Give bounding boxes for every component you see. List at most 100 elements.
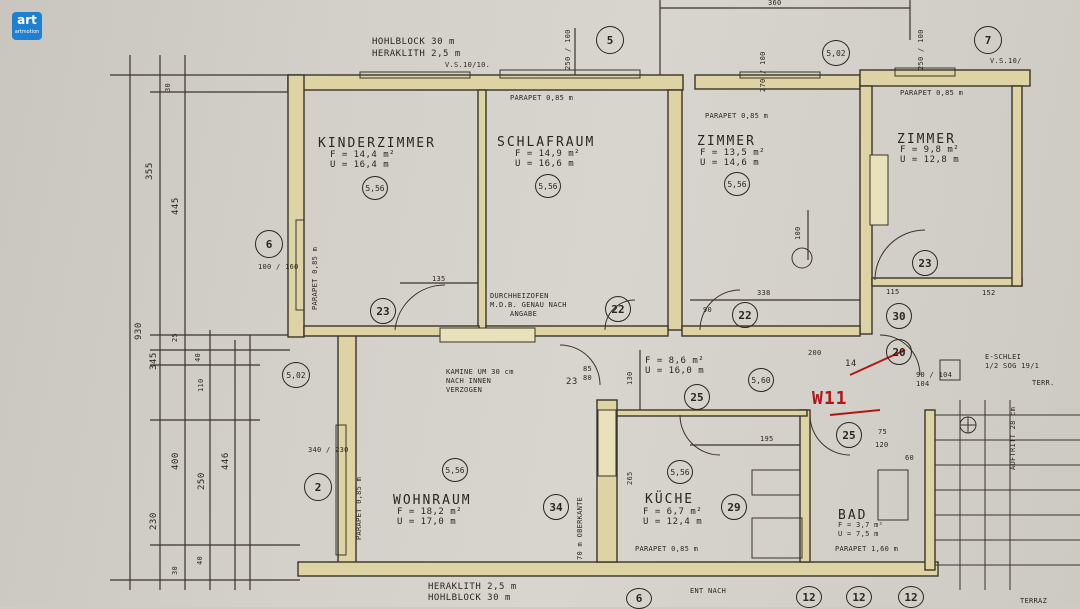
note-parapet-zimmer: PARAPET 0,85 m — [705, 112, 769, 120]
dim-200: 200 — [808, 349, 822, 357]
stove-fixture — [751, 469, 801, 496]
wall-left-lower — [337, 334, 357, 576]
note-parapet-top: PARAPET 0,85 m — [510, 94, 574, 102]
fixtures — [751, 247, 977, 559]
note-e-schlei: E-SCHLEI — [985, 353, 1022, 361]
door-swing-zimmer2 — [874, 229, 926, 281]
door-swing-wohn — [559, 344, 601, 386]
window-marks — [295, 67, 956, 556]
height-circle-schlaf: 5,56 — [535, 174, 561, 198]
dim-250-100-b: 250 / 100 — [917, 29, 925, 70]
note-vs-top-right: V.S.10/ — [990, 57, 1022, 65]
height-circle-kinder: 5,56 — [362, 176, 388, 200]
height-circle-flur: 5,60 — [748, 368, 774, 392]
red-underline — [829, 409, 881, 416]
dim-135: 135 — [432, 275, 446, 283]
room-area-zimmer2: F = 9,8 m² — [900, 145, 960, 155]
note-parapet-left: PARAPET 0,85 m — [311, 246, 319, 310]
marker-23-kinder: 23 — [370, 298, 396, 324]
window-zimmer — [739, 71, 821, 79]
window-kinder — [359, 71, 471, 79]
sink-fixture — [751, 517, 803, 559]
dim-100-160: 100 / 160 — [258, 263, 299, 271]
dim-80: 80 — [583, 374, 593, 382]
walls — [287, 69, 1031, 577]
dim-195: 195 — [760, 435, 774, 443]
chimney-kueche — [597, 409, 617, 477]
room-area-flur: F = 8,6 m² — [645, 356, 705, 366]
watermark-logo-text: art — [17, 13, 37, 27]
note-durchheizofen-1: DURCHHEIZOFEN — [490, 292, 549, 300]
room-area-schlafraum: F = 14,9 m² — [515, 149, 581, 159]
note-durchheizofen-3: ANGABE — [510, 310, 538, 318]
note-durchheizofen-2: M.D.B. GENAU NACH — [490, 301, 567, 309]
height-circle-left: 5,02 — [282, 362, 310, 388]
dim-60: 60 — [905, 454, 915, 462]
room-perimeter-schlafraum: U = 16,6 m — [515, 159, 575, 169]
dim-265: 265 — [626, 471, 634, 485]
note-stair: AUFTRITT 28 cm — [1009, 406, 1017, 470]
marker-22-schlaf: 22 — [605, 296, 631, 322]
chimneys — [439, 154, 889, 477]
room-perimeter-zimmer2: U = 12,8 m — [900, 155, 960, 165]
marker-12-c: 12 — [898, 586, 924, 608]
dim-120: 120 — [875, 441, 889, 449]
room-name-zimmer: ZIMMER — [697, 134, 756, 149]
wall-kinder-schlaf — [477, 89, 487, 331]
marker-23-zimmer2: 23 — [912, 250, 938, 276]
dim-110: 110 — [197, 378, 205, 392]
note-heraklith-top: HERAKLITH 2,5 m — [372, 49, 461, 59]
dim-445: 445 — [171, 197, 181, 215]
room-area-zimmer: F = 13,5 m² — [700, 148, 766, 158]
dim-30-bottom: 30 — [171, 565, 179, 575]
wall-top-left — [287, 74, 684, 91]
marker-29: 29 — [721, 494, 747, 520]
dim-338: 338 — [757, 289, 771, 297]
room-name-kinderzimmer: KINDERZIMMER — [318, 136, 436, 151]
height-circle-top: 5,02 — [822, 40, 850, 66]
marker-2: 2 — [304, 473, 332, 501]
wall-kueche-top — [616, 409, 808, 417]
dim-75: 75 — [878, 428, 888, 436]
marker-30: 30 — [886, 303, 912, 329]
room-perimeter-bad: U = 7,5 m — [838, 530, 879, 538]
dim-270-100: 270 / 100 — [759, 51, 767, 92]
marker-6: 6 — [255, 230, 283, 258]
note-parapet-kueche: PARAPET 0,85 m — [635, 545, 699, 553]
note-hohlblock-top: HOHLBLOCK 30 m — [372, 37, 455, 47]
dim-446: 446 — [221, 452, 231, 470]
dim-115: 115 — [886, 288, 900, 296]
dim-85: 85 — [583, 365, 593, 373]
art-watermark-logo: art artmotion — [12, 12, 42, 40]
window-zimmer2 — [894, 67, 956, 77]
dim-130: 130 — [626, 371, 634, 385]
wall-bad-right — [924, 409, 936, 571]
dim-100: 100 — [794, 226, 802, 240]
note-sog: 1/2 SOG 19/1 — [985, 362, 1040, 370]
note-kamine-3: VERZOGEN — [446, 386, 483, 394]
door-swing-bad — [809, 414, 851, 456]
note-parapet-zimmer2: PARAPET 0,85 m — [900, 89, 964, 97]
wall-top-mid — [694, 74, 861, 90]
marker-14: 14 — [845, 359, 857, 369]
dim-40: 40 — [194, 352, 202, 362]
stairs — [935, 400, 1080, 590]
wall-bottom — [297, 561, 939, 577]
wall-left-upper — [287, 74, 305, 338]
chimney-row — [439, 327, 536, 343]
dim-340-230: 340 / 230 — [308, 446, 349, 454]
note-wc-door: 70 m OBERKANTE — [576, 496, 584, 560]
room-name-schlafraum: SCHLAFRAUM — [497, 135, 596, 150]
dim-930: 930 — [134, 322, 144, 340]
room-perimeter-zimmer: U = 14,6 m — [700, 158, 760, 168]
note-ent-nach: ENT NACH — [690, 587, 727, 595]
chimney-column — [869, 154, 889, 226]
room-area-kueche: F = 6,7 m² — [643, 507, 703, 517]
red-label-w11: W11 — [812, 388, 848, 409]
marker-6-bottom: 6 — [626, 588, 652, 609]
marker-12-b: 12 — [846, 586, 872, 608]
room-area-kinderzimmer: F = 14,4 m² — [330, 150, 396, 160]
note-parapet-wohn: PARAPET 0,85 m — [355, 476, 363, 540]
note-heraklith-bottom: HERAKLITH 2,5 m — [428, 582, 517, 592]
